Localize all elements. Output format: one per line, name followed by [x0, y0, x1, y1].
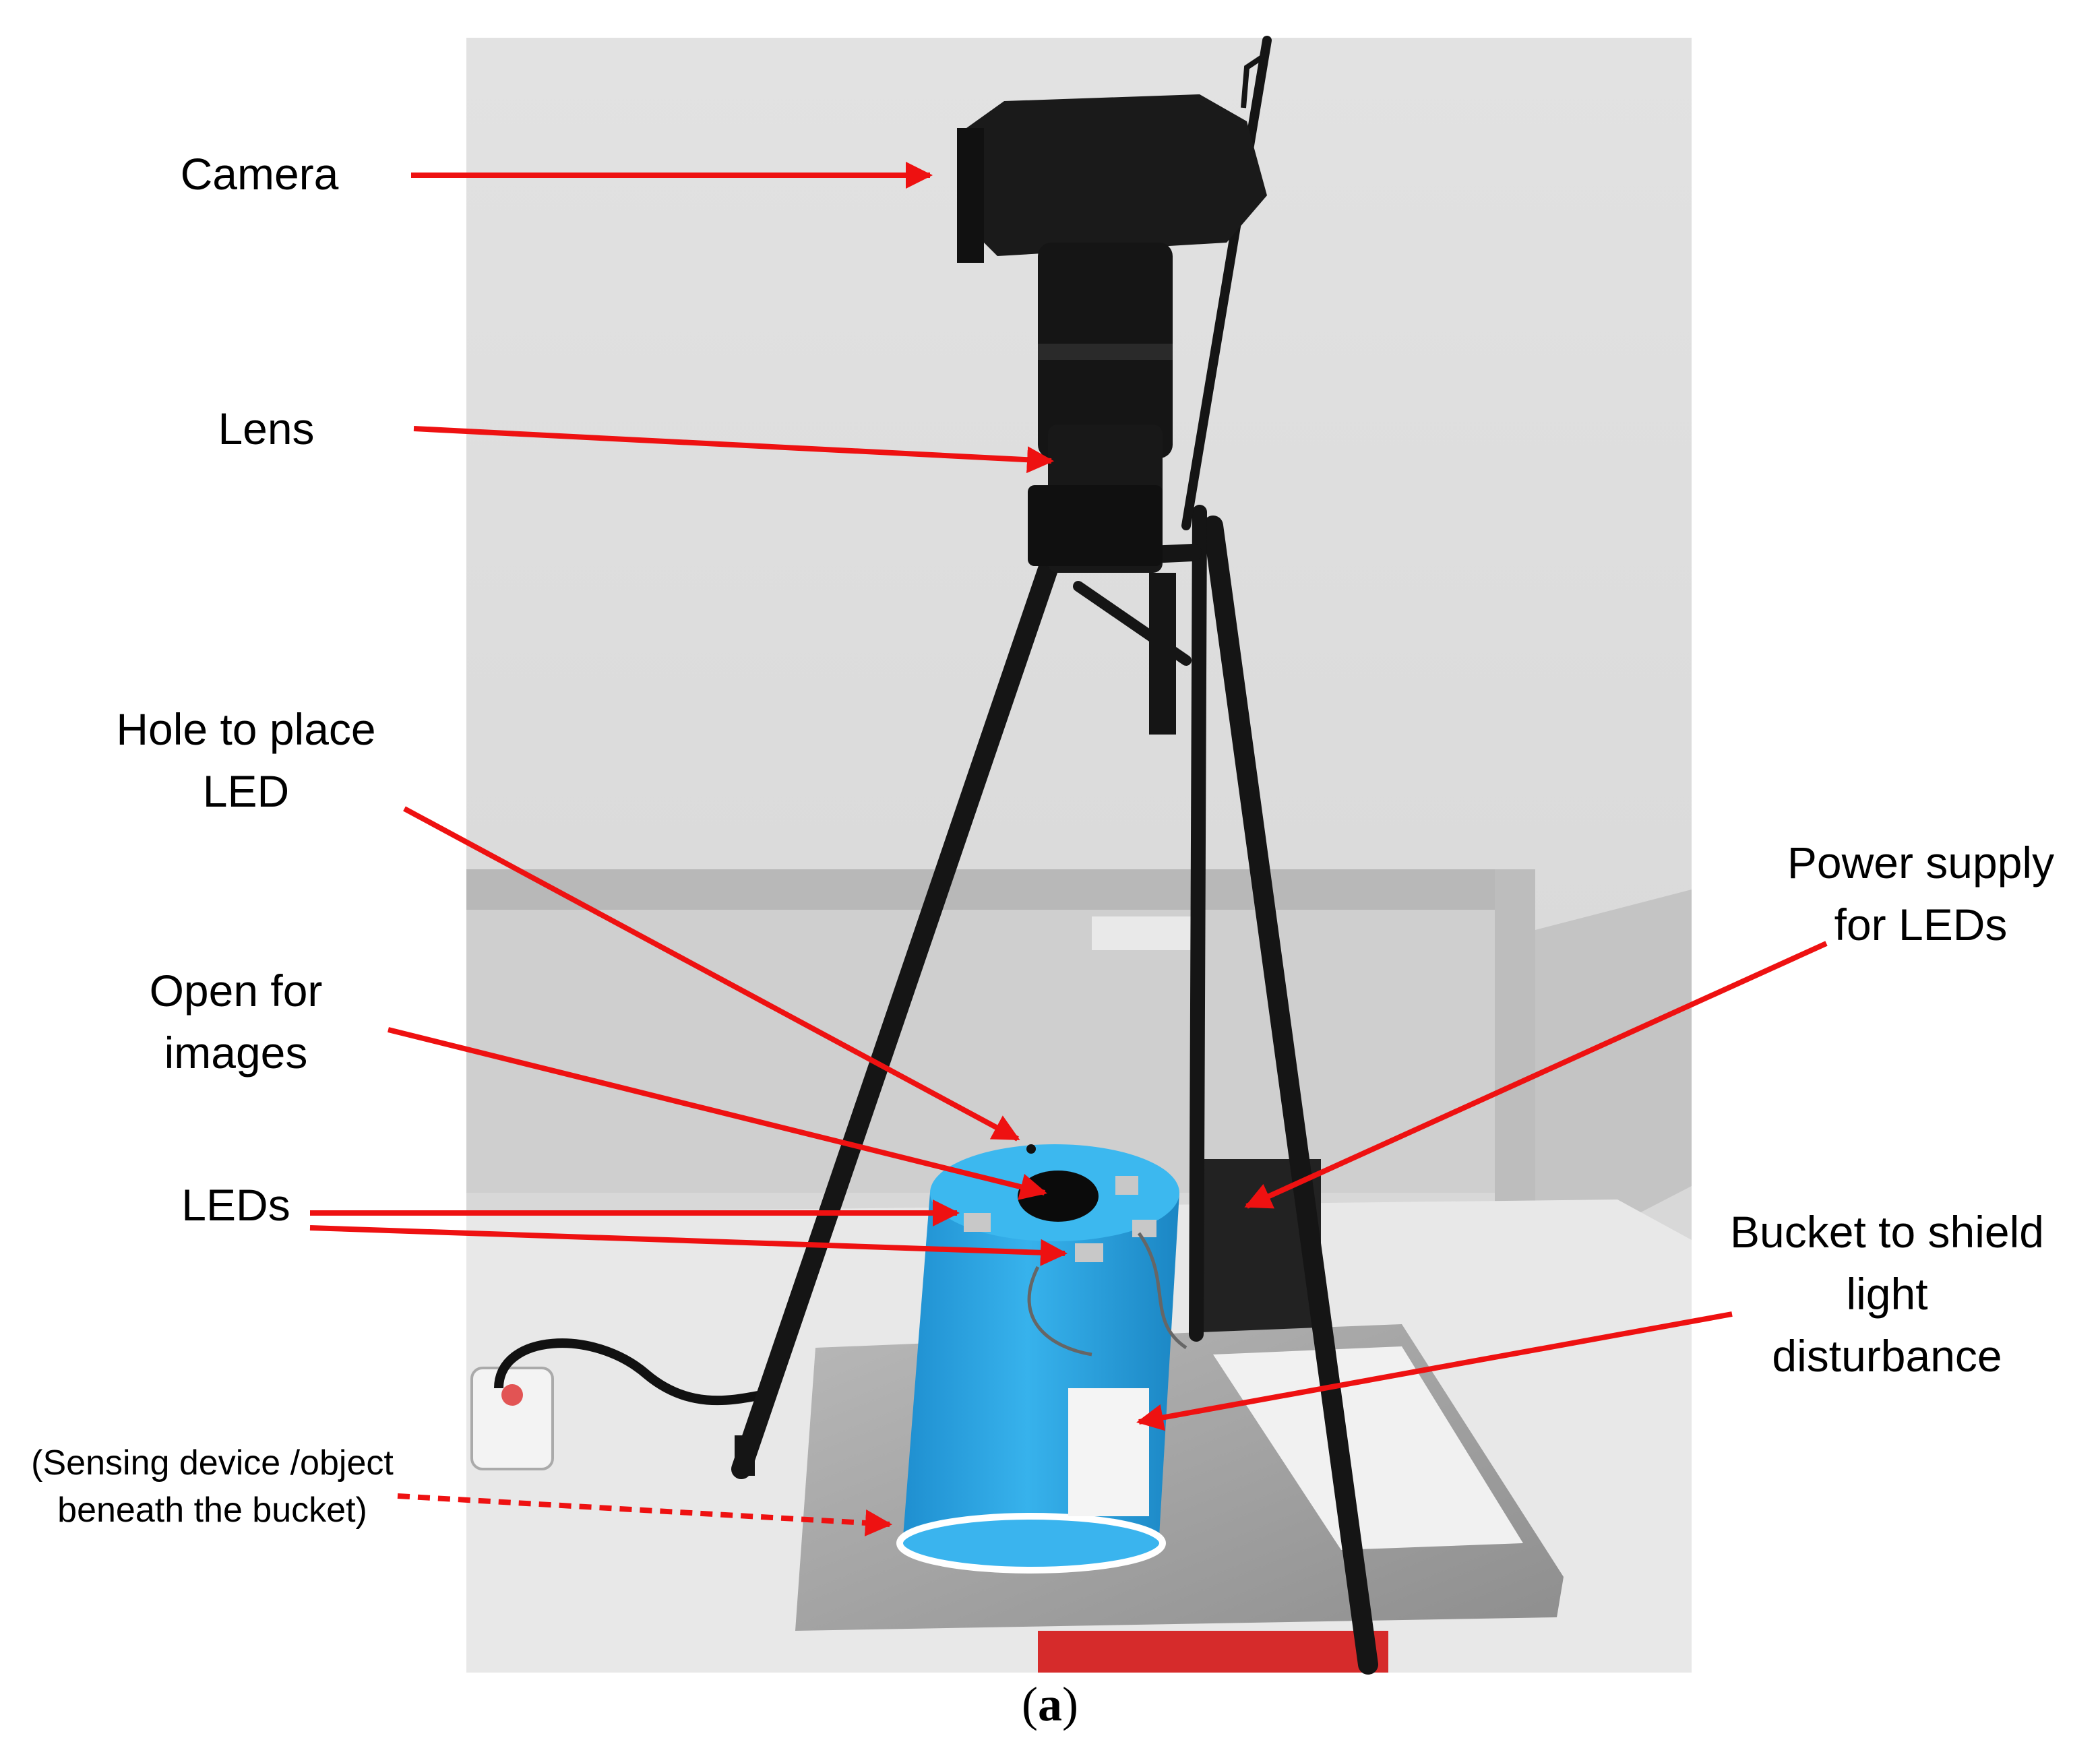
photograph	[466, 36, 1692, 1675]
label-camera: Camera	[180, 149, 339, 199]
led-4	[1132, 1220, 1156, 1237]
label-leds: LEDs	[181, 1180, 290, 1230]
label-hole-to-place-led: Hole to place LED	[116, 704, 376, 816]
label-lens: Lens	[218, 404, 315, 454]
led-3	[1115, 1176, 1138, 1195]
led-hole	[1026, 1144, 1036, 1154]
annotation-arrows	[309, 162, 1828, 1536]
image-opening	[1018, 1171, 1099, 1222]
partition-panel	[466, 910, 1495, 1193]
lens-arrow	[413, 426, 1054, 474]
partition-frame	[466, 869, 1531, 910]
label-bucket: Bucket to shield light disturbance	[1730, 1207, 2044, 1381]
power-arrow	[1244, 941, 1828, 1209]
label-sensing-device: (Sensing device /object beneath the buck…	[31, 1443, 394, 1530]
power-strip	[470, 1367, 554, 1470]
bucket-arrow	[1136, 1311, 1733, 1431]
lens-barrel	[1028, 243, 1173, 573]
open-arrow	[388, 1027, 1047, 1200]
led-2	[1075, 1243, 1103, 1262]
label-open-for-images: Open for images	[149, 966, 323, 1078]
sensing-arrow	[397, 1493, 892, 1536]
leds-arrow-2	[309, 1225, 1068, 1266]
blue-bucket	[896, 1144, 1187, 1574]
led-1	[964, 1213, 991, 1232]
label-power-supply: Power supply for LEDs	[1787, 838, 2055, 949]
camera-body	[957, 94, 1267, 263]
figure-caption: (a)	[1022, 1677, 1078, 1731]
hole-arrow	[403, 806, 1020, 1142]
